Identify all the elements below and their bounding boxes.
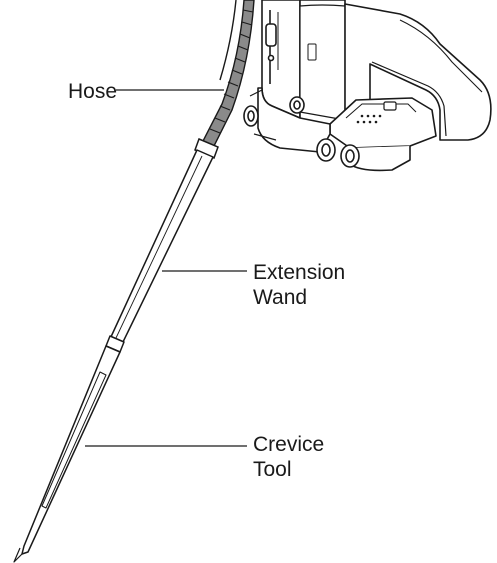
crevice-tool-label-line1: Crevice xyxy=(253,433,325,456)
callout-leaders xyxy=(85,89,247,447)
extension-wand-label-line2: Wand xyxy=(253,286,308,309)
hose-illustration xyxy=(194,0,255,159)
crevice-tool-label-line2: Tool xyxy=(253,458,292,481)
vacuum-unit-illustration xyxy=(243,0,492,172)
crevice-tool-illustration xyxy=(13,345,121,563)
extension-wand-illustration xyxy=(105,149,214,353)
hose-label: Hose xyxy=(68,80,118,103)
extension-wand-label-line1: Extension xyxy=(253,261,346,284)
